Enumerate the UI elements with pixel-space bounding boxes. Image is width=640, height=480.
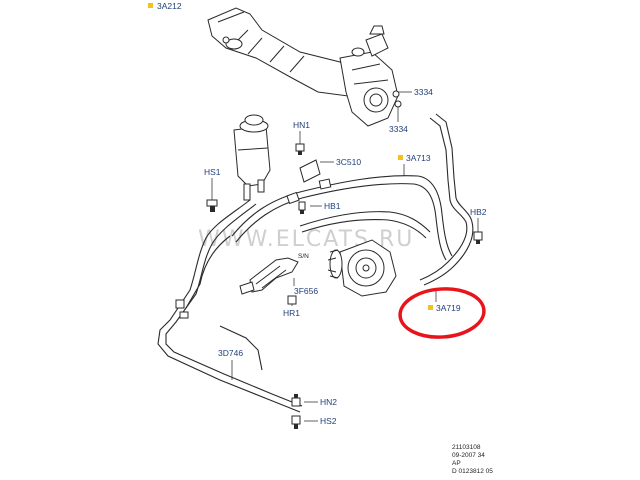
hr1-clip-icon: [287, 295, 297, 305]
supply-hose: [299, 211, 431, 239]
stamp-line-3: AP: [452, 460, 461, 467]
hb2-bolt-icon: [473, 231, 483, 244]
label-3334-top: 3334: [414, 87, 433, 97]
fluid-reservoir: [233, 114, 271, 201]
pressure-hose: [231, 175, 453, 261]
label-HS2: HS2: [320, 416, 337, 426]
label-3334-bottom: 3334: [389, 124, 408, 134]
marker-3A713: [398, 155, 403, 160]
hb1-bolt-icon: [298, 201, 306, 214]
label-3F656: 3F656: [294, 286, 318, 296]
hn2-nut-icon: [291, 394, 301, 407]
return-hose: [419, 113, 474, 286]
label-HR1: HR1: [283, 308, 300, 318]
label-3D746: 3D746: [218, 348, 243, 358]
bracket-3C510: [299, 159, 321, 183]
label-HN1: HN1: [293, 120, 310, 130]
stamp-line-4: D 0123812 05: [452, 468, 493, 475]
hn1-nut-icon: [295, 143, 305, 155]
label-3A713: 3A713: [406, 153, 431, 163]
stamp-line-1: 21103108: [452, 444, 481, 451]
marker-3A212: [148, 3, 153, 8]
label-HB2: HB2: [470, 207, 487, 217]
pulley-bracket-3F656: [239, 257, 299, 295]
label-3A212: 3A212: [157, 1, 182, 11]
power-steering-pump: S/N: [298, 239, 397, 297]
hs1-screw-icon: [206, 199, 218, 212]
label-3C510: 3C510: [336, 157, 361, 167]
hs2-screw-icon: [291, 415, 301, 429]
cooler-line: [157, 199, 303, 413]
label-HN2: HN2: [320, 397, 337, 407]
marker-3A719: [428, 305, 433, 310]
catalog-stamp: 21103108 09-2007 34 AP D 0123812 05: [452, 444, 493, 475]
label-HS1: HS1: [204, 167, 221, 177]
label-3A719: 3A719: [436, 303, 461, 313]
highlight-circle: [398, 287, 486, 339]
steering-gear-rack: [207, 7, 402, 127]
stamp-line-2: 09-2007 34: [452, 452, 485, 459]
label-HB1: HB1: [324, 201, 341, 211]
pump-tag: S/N: [298, 253, 309, 260]
